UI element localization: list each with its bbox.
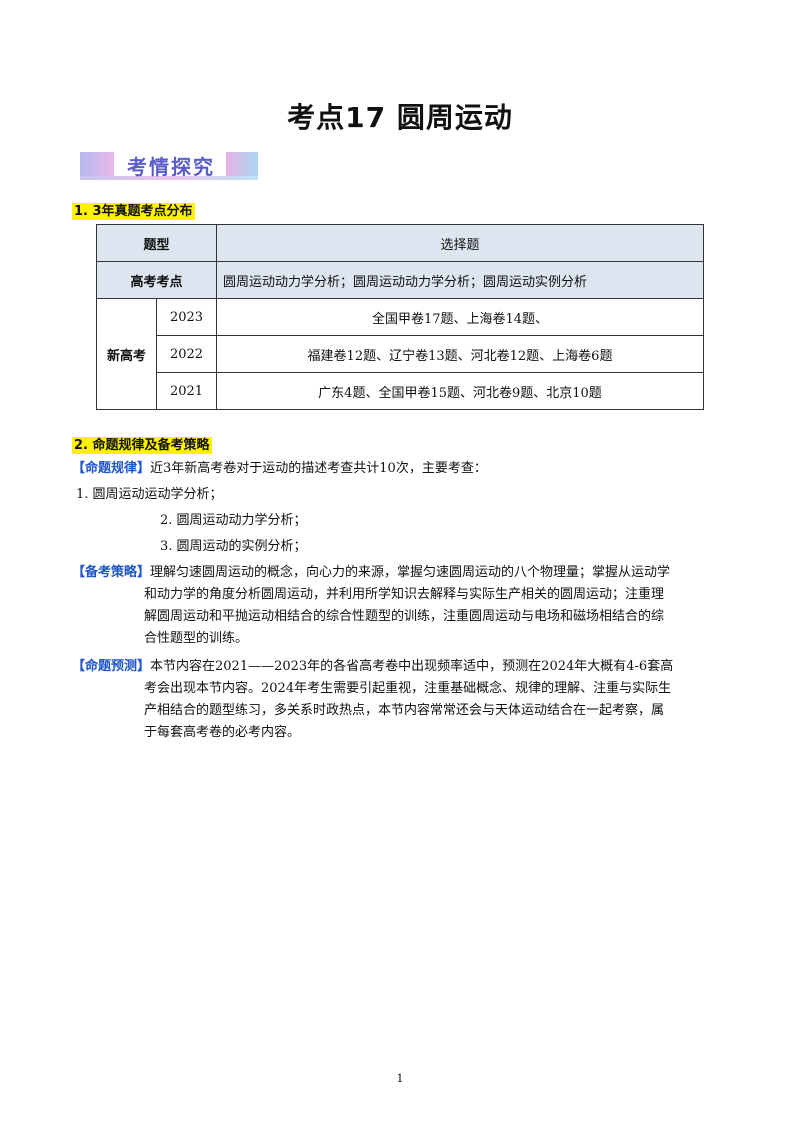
forecast-line: 于每套高考卷的必考内容。 bbox=[144, 725, 301, 740]
cell-year: 2022 bbox=[156, 335, 217, 373]
banner-title: 考情探究 bbox=[127, 155, 215, 179]
cell-points-value: 圆周运动动力学分析；圆周运动动力学分析；圆周运动实例分析 bbox=[216, 261, 704, 299]
banner-decoration-left bbox=[80, 152, 114, 180]
strategy-line: 理解匀速圆周运动的概念，向心力的来源，掌握匀速圆周运动的八个物理量；掌握从运动学 bbox=[150, 565, 671, 580]
strategy-line: 解圆周运动和平抛运动相结合的综合性题型的训练，注重圆周运动与电场和磁场相结合的综 bbox=[144, 609, 665, 624]
cell-items: 全国甲卷17题、上海卷14题、 bbox=[216, 298, 704, 336]
strategy-paragraph: 【备考策略】理解匀速圆周运动的概念，向心力的来源，掌握匀速圆周运动的八个物理量；… bbox=[72, 562, 720, 650]
table-row-type: 题型 选择题 bbox=[96, 224, 704, 262]
cell-year: 2021 bbox=[156, 372, 217, 410]
forecast-paragraph: 【命题预测】本节内容在2021——2023年的各省高考卷中出现频率适中，预测在2… bbox=[72, 656, 720, 744]
rule-tag: 【命题规律】 bbox=[72, 461, 151, 476]
strategy-line: 和动力学的角度分析圆周运动，并利用所学知识去解释与实际生产相关的圆周运动；注重理 bbox=[144, 587, 665, 602]
section2-heading-text: 2. 命题规律及备考策略 bbox=[72, 437, 212, 454]
cell-type-value: 选择题 bbox=[216, 224, 704, 262]
list-item: 3. 圆周运动的实例分析； bbox=[160, 539, 307, 554]
list-item: 1. 圆周运动运动学分析； bbox=[76, 487, 223, 502]
section1-heading-text: 1. 3年真题考点分布 bbox=[72, 203, 195, 220]
banner-underline bbox=[80, 176, 258, 180]
page-number: 1 bbox=[396, 1072, 404, 1085]
table-row: 2022 福建卷12题、辽宁卷13题、河北卷12题、上海卷6题 bbox=[97, 335, 704, 373]
table-row: 2021 广东4题、全国甲卷15题、河北卷9题、北京10题 bbox=[97, 372, 704, 410]
rule-text: 近3年新高考卷对于运动的描述考查共计10次，主要考查： bbox=[150, 461, 487, 476]
rule-paragraph: 【命题规律】近3年新高考卷对于运动的描述考查共计10次，主要考查： bbox=[72, 458, 487, 480]
forecast-line: 考会出现本节内容。2024年考生需要引起重视，注重基础概念、规律的理解、注重与实… bbox=[144, 681, 672, 696]
cell-year: 2023 bbox=[156, 298, 217, 336]
strategy-line: 合性题型的训练。 bbox=[144, 631, 249, 646]
section1-heading: 1. 3年真题考点分布 bbox=[72, 200, 195, 220]
table-row: 新高考 2023 全国甲卷17题、上海卷14题、 bbox=[96, 298, 704, 410]
cell-group-label: 新高考 bbox=[96, 298, 157, 410]
table-row-points: 高考考点 圆周运动动力学分析；圆周运动动力学分析；圆周运动实例分析 bbox=[96, 261, 704, 299]
page-title: 考点17 圆周运动 bbox=[287, 101, 513, 134]
cell-type-label: 题型 bbox=[96, 224, 217, 262]
section2-heading: 2. 命题规律及备考策略 bbox=[72, 434, 212, 454]
forecast-line: 产相结合的题型练习，多关系时政热点，本节内容常常还会与天体运动结合在一起考察，属 bbox=[144, 703, 665, 718]
banner-decoration-right bbox=[226, 152, 258, 180]
cell-points-label: 高考考点 bbox=[96, 261, 217, 299]
cell-items: 广东4题、全国甲卷15题、河北卷9题、北京10题 bbox=[216, 372, 704, 410]
forecast-tag: 【命题预测】 bbox=[72, 659, 151, 674]
forecast-line: 本节内容在2021——2023年的各省高考卷中出现频率适中，预测在2024年大概… bbox=[150, 659, 674, 674]
exam-distribution-table: 题型 选择题 高考考点 圆周运动动力学分析；圆周运动动力学分析；圆周运动实例分析… bbox=[96, 224, 704, 410]
list-item: 2. 圆周运动动力学分析； bbox=[160, 513, 307, 528]
cell-items: 福建卷12题、辽宁卷13题、河北卷12题、上海卷6题 bbox=[216, 335, 704, 373]
strategy-tag: 【备考策略】 bbox=[72, 565, 151, 580]
section-banner: 考情探究 bbox=[76, 148, 262, 184]
